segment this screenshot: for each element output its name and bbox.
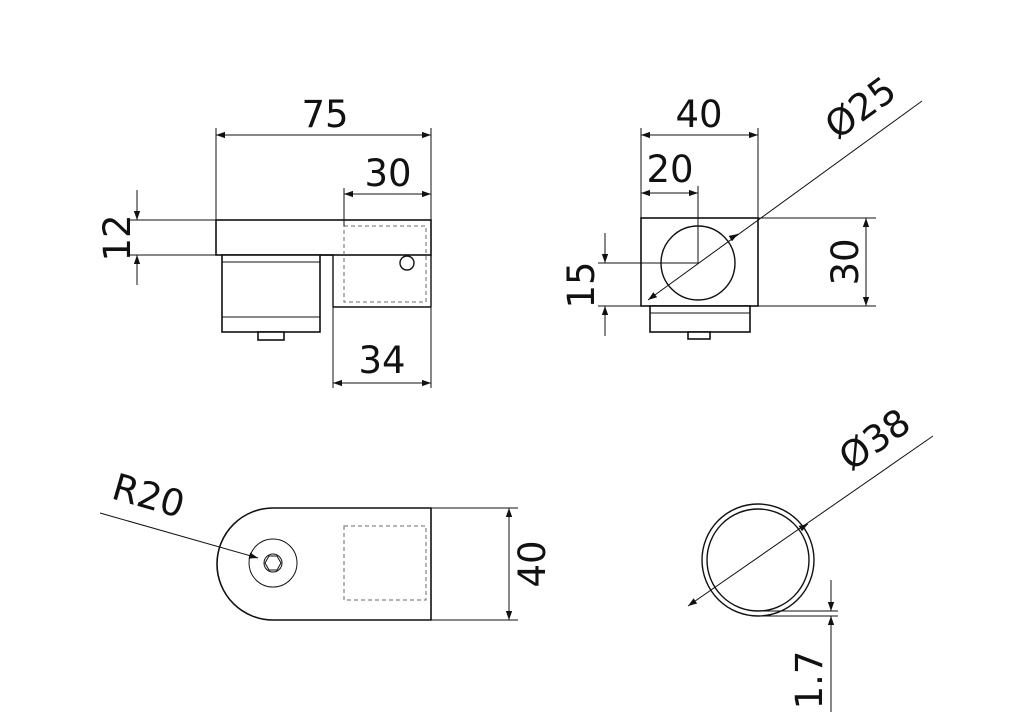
dim-radius: R20 [108, 465, 190, 526]
plan-hidden-socket [343, 525, 427, 601]
dim-lower-length: 34 [358, 339, 405, 382]
dim-center-offset: 20 [646, 148, 693, 191]
ring-view: Ø38 1.7 [687, 400, 934, 712]
plan-view: R20 40 [99, 465, 554, 621]
side-top-plate [215, 219, 432, 256]
dim-thickness: 12 [96, 214, 139, 261]
ring-outer [701, 503, 815, 617]
dim-center-height: 15 [560, 261, 603, 308]
plan-hex-icon [264, 555, 282, 571]
dim-overall-length: 75 [301, 93, 348, 136]
front-view: 40 20 Ø25 30 15 [560, 68, 923, 340]
side-view: 75 30 34 12 [96, 93, 432, 388]
plan-screw-socket [263, 553, 283, 573]
front-set-screw [687, 331, 711, 340]
side-set-screw [257, 331, 285, 341]
side-hidden-socket [343, 225, 427, 303]
plan-screw-head [248, 538, 298, 588]
dim-front-width: 40 [675, 93, 722, 136]
ring-inner [706, 508, 810, 612]
side-clamp-block [221, 254, 321, 333]
dim-plan-width: 40 [511, 540, 554, 587]
dim-front-height: 30 [824, 238, 867, 285]
dim-bore-diameter: Ø25 [817, 68, 904, 148]
plan-outline [216, 507, 432, 621]
front-base [649, 305, 751, 333]
dim-ring-wall: 1.7 [788, 651, 831, 710]
side-hole [399, 255, 415, 271]
dim-ring-diameter: Ø38 [831, 400, 918, 479]
dim-clamp-length: 30 [364, 152, 411, 195]
